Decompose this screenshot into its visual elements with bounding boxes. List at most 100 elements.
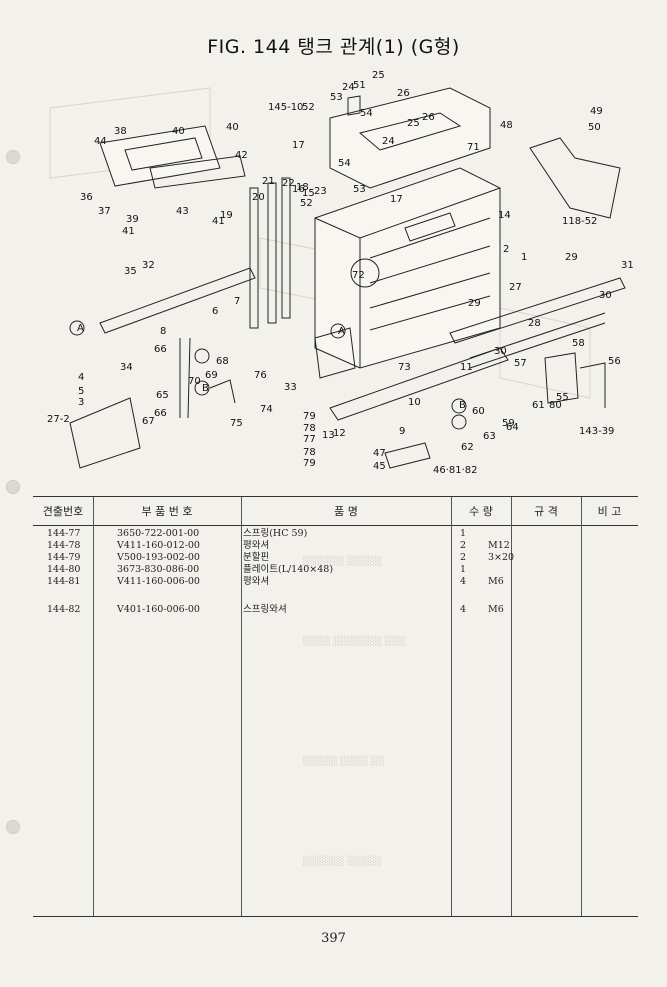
part-no: V411-160-012-00 xyxy=(117,540,200,551)
callout-label: 60 xyxy=(472,406,485,417)
qty: 2 xyxy=(460,540,467,551)
callout-label: 40 xyxy=(226,122,239,133)
bleed-through-text: ░░░░░░ ░░░░░ xyxy=(303,857,382,867)
callout-label: 1 xyxy=(521,252,527,263)
header-remarks: 비 고 xyxy=(597,505,622,518)
callout-label: 52 xyxy=(300,198,313,209)
header-part-name: 품 명 xyxy=(334,505,358,518)
binder-hole xyxy=(6,820,20,834)
table-row: 144-81 V411-160-006-00 평와셔 4 M6 xyxy=(33,576,638,588)
callout-label: 61 xyxy=(532,400,545,411)
spec: 3×20 xyxy=(488,552,515,563)
table-row: 144-77 3650-722-001-00 스프링(HC 59) 1 xyxy=(33,528,638,540)
callout-label: 78 xyxy=(303,423,316,434)
column-divider xyxy=(241,497,242,916)
callout-label: 13 xyxy=(322,430,335,441)
callout-label: 50 xyxy=(588,122,601,133)
callout-label: 51 xyxy=(353,80,366,91)
part-no: V500-193-002-00 xyxy=(117,552,200,563)
callout-label: 6 xyxy=(212,306,218,317)
part-name: 분할핀 xyxy=(243,552,270,563)
callout-label: 9 xyxy=(399,426,405,437)
callout-label: 7 xyxy=(234,296,240,307)
callout-label: 15 xyxy=(302,188,315,199)
callout-label: 5 xyxy=(78,386,84,397)
callout-label: 75 xyxy=(230,418,243,429)
part-no: 3650-722-001-00 xyxy=(117,528,200,539)
callout-label: 18 xyxy=(296,182,309,193)
callout-label: 17 xyxy=(292,140,305,151)
callout-label: 28 xyxy=(528,318,541,329)
callout-label: 29 xyxy=(565,252,578,263)
qty: 1 xyxy=(460,564,467,575)
callout-label: 8 xyxy=(160,326,166,337)
callout-label: 12 xyxy=(333,428,346,439)
page-number: 397 xyxy=(321,931,346,946)
column-divider xyxy=(511,497,512,916)
callout-label: 48 xyxy=(500,120,513,131)
callout-label: 57 xyxy=(514,358,527,369)
callout-label: 2 xyxy=(503,244,509,255)
callout-label: 34 xyxy=(120,362,133,373)
callout-label: 80 xyxy=(549,400,562,411)
part-name: 스프링(HC 59) xyxy=(243,528,308,539)
callout-label: 143-39 xyxy=(579,426,614,437)
callout-label: B xyxy=(459,400,466,411)
part-no: 3673-830-086-00 xyxy=(117,564,200,575)
callout-label: 52 xyxy=(302,102,315,113)
callout-label: 27 xyxy=(509,282,522,293)
callout-label: 63 xyxy=(483,431,496,442)
callout-label: 41 xyxy=(212,216,225,227)
callout-label: 67 xyxy=(142,416,155,427)
callout-label: 71 xyxy=(467,142,480,153)
qty: 1 xyxy=(460,528,467,539)
header-ref-no: 견출번호 xyxy=(42,505,84,518)
callout-label: 46·81·82 xyxy=(433,465,478,476)
part-name: 스프링와셔 xyxy=(243,604,287,615)
callout-label: 10 xyxy=(408,397,421,408)
callout-label: 38 xyxy=(114,126,127,137)
callout-label: A xyxy=(338,326,345,337)
callout-label: 49 xyxy=(590,106,603,117)
header-part-no: 부 품 번 호 xyxy=(141,505,193,518)
callout-label: 74 xyxy=(260,404,273,415)
ref-no: 144-79 xyxy=(47,552,81,563)
callout-label: B xyxy=(202,383,209,394)
ref-no: 144-77 xyxy=(47,528,81,539)
callout-label: 145-10 xyxy=(268,102,303,113)
callout-label: 16 xyxy=(292,184,305,195)
callout-label: 47 xyxy=(373,448,386,459)
column-divider xyxy=(93,497,94,916)
callout-label: 118-52 xyxy=(562,216,597,227)
callout-label: 24 xyxy=(342,82,355,93)
callout-label: 58 xyxy=(572,338,585,349)
table-row: 144-82 V401-160-006-00 스프링와셔 4 M6 xyxy=(33,604,638,616)
callout-label: 31 xyxy=(621,260,634,271)
callout-label: 54 xyxy=(338,158,351,169)
qty: 2 xyxy=(460,552,467,563)
binder-hole xyxy=(6,480,20,494)
callout-label: 55 xyxy=(556,392,569,403)
callout-label: 30 xyxy=(494,346,507,357)
callout-label: 23 xyxy=(314,186,327,197)
callout-label: 54 xyxy=(360,108,373,119)
callout-label: 70 xyxy=(188,376,201,387)
callout-label: 53 xyxy=(330,92,343,103)
callout-label: 36 xyxy=(80,192,93,203)
qty: 4 xyxy=(460,604,467,615)
diagram-drawing xyxy=(49,87,626,469)
table-row: 144-78 V411-160-012-00 평와셔 2 M12 xyxy=(33,540,638,552)
part-name: 플레이트(L/140×48) xyxy=(243,564,334,575)
table-row: 144-80 3673-830-086-00 플레이트(L/140×48) 1 xyxy=(33,564,638,576)
callout-label: 24 xyxy=(382,136,395,147)
callout-label: 79 xyxy=(303,458,316,469)
table-header: 견출번호 부 품 번 호 품 명 수 량 규 격 비 고 xyxy=(33,497,638,526)
callout-label: 66 xyxy=(154,408,167,419)
callout-label: 44 xyxy=(94,136,107,147)
callout-label: A xyxy=(77,323,84,334)
callout-label: 69 xyxy=(205,370,218,381)
callout-label: 65 xyxy=(156,390,169,401)
callout-label: 29 xyxy=(468,298,481,309)
